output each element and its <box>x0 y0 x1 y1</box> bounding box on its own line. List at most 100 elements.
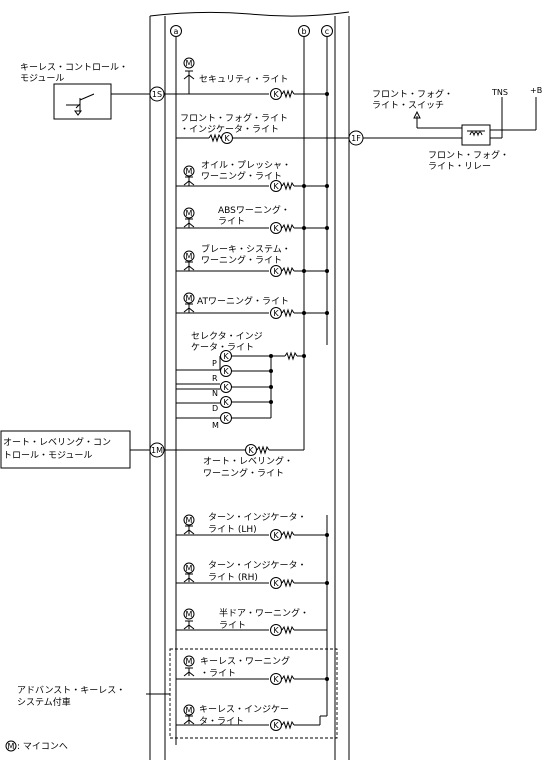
keyless-warning-label-2: ・ライト <box>200 668 236 679</box>
lamp-icon <box>270 624 282 636</box>
bus-lines: a b c <box>170 25 333 745</box>
fog-switch-label-2: ライト・スイッチ <box>372 100 444 111</box>
svg-text:P: P <box>212 359 217 368</box>
abs-warning-label-1: ABSワーニング・ <box>218 204 290 216</box>
legend: M : マイコンへ <box>5 740 68 752</box>
lamp-icon <box>270 307 282 319</box>
keyless-module-label-1: キーレス・コントロール・ <box>20 63 128 73</box>
svg-text:M: M <box>186 564 193 573</box>
svg-text:K: K <box>273 267 279 276</box>
svg-text:K: K <box>273 579 279 588</box>
security-light-label: セキュリティ・ライト <box>199 74 288 85</box>
selector-position-p: P K <box>176 350 232 371</box>
micom-mark-icon <box>183 562 195 574</box>
leveling-module-box <box>0 430 131 469</box>
svg-text:M: M <box>186 706 193 715</box>
leveling-module-label-1: オート・レベリング・コン <box>3 436 111 448</box>
at-warning-circuit: M ATワーニング・ライト K <box>176 292 329 319</box>
lamp-icon <box>270 577 282 589</box>
micom-legend-icon <box>5 740 17 752</box>
selector-label-2: ケータ・ライト <box>191 342 254 353</box>
legend-text: : マイコンへ <box>17 742 68 752</box>
svg-text:K: K <box>273 531 279 540</box>
selector-indicator-circuit: セレクタ・インジ ケータ・ライト P K R K N K <box>176 331 306 430</box>
keyless-warning-circuit: M キーレス・ワーニング ・ライト K <box>176 655 329 685</box>
svg-text:M: M <box>186 657 193 666</box>
leveling-warning-label-2: ワーニング・ライト <box>203 467 284 479</box>
bus-b-label: b <box>301 27 306 36</box>
svg-text:K: K <box>223 414 229 423</box>
svg-text:M: M <box>186 167 193 176</box>
selector-position-d: D K <box>176 396 273 413</box>
svg-text:M: M <box>186 209 193 218</box>
door-warning-label-2: ライト <box>219 620 246 631</box>
lamp-icon <box>221 132 233 144</box>
micom-mark-icon <box>183 57 195 69</box>
svg-text:N: N <box>212 389 218 398</box>
svg-text:D: D <box>212 404 218 413</box>
oil-pressure-label-2: ワーニング・ライト <box>201 170 282 182</box>
lamp-icon <box>270 673 282 685</box>
oil-pressure-circuit: M オイル・プレッシャ・ ワーニング・ライト K <box>176 160 329 192</box>
keyless-indicator-circuit: M キーレス・インジケー タ・ライト K <box>176 704 327 731</box>
advanced-keyless-label-1: アドバンスト・キーレス・ <box>17 685 125 696</box>
oil-pressure-label-1: オイル・プレッシャ・ <box>201 160 291 171</box>
svg-text:M: M <box>186 610 193 619</box>
lamp-icon <box>270 265 282 277</box>
fog-indicator-label-1: フロント・フォグ・ライト <box>180 112 288 124</box>
lamp-icon <box>245 444 257 456</box>
at-warning-label: ATワーニング・ライト <box>197 295 289 307</box>
svg-text:K: K <box>273 721 279 730</box>
svg-text:K: K <box>223 398 229 407</box>
svg-text:K: K <box>273 182 279 191</box>
svg-text:K: K <box>273 90 279 99</box>
svg-text:M: M <box>186 252 193 261</box>
svg-text:K: K <box>224 134 230 143</box>
abs-warning-circuit: M ABSワーニング・ ライト K <box>176 204 329 234</box>
keyless-warning-label-1: キーレス・ワーニング <box>200 655 290 667</box>
keyless-indicator-label-2: タ・ライト <box>199 716 244 727</box>
fog-switch-relay: フロント・フォグ・ ライト・スイッチ TNS +B フロント・フォグ・ ライト・… <box>372 86 542 172</box>
brake-warning-label-1: ブレーキ・システム・ <box>201 243 291 255</box>
micom-mark-icon <box>183 207 195 219</box>
micom-mark-icon <box>183 655 195 667</box>
svg-text:R: R <box>212 374 218 383</box>
micom-mark-icon <box>183 608 195 620</box>
bus-c-label: c <box>325 27 329 36</box>
svg-text:K: K <box>248 446 254 455</box>
fog-indicator-circuit: フロント・フォグ・ライト ・インジケータ・ライト K 1F <box>176 112 462 146</box>
svg-text:K: K <box>223 367 229 376</box>
svg-text:K: K <box>273 224 279 233</box>
tns-label: TNS <box>491 88 508 97</box>
fog-relay-icon <box>461 124 491 146</box>
lamp-icon <box>270 222 282 234</box>
keyless-indicator-label-1: キーレス・インジケー <box>199 704 289 715</box>
leveling-module-label-2: トロール・モジュール <box>3 451 92 461</box>
connector-1f: 1F <box>351 134 361 143</box>
lamp-icon <box>270 88 282 100</box>
lamp-icon <box>270 180 282 192</box>
door-warning-circuit: M 半ドア・ワーニング・ ライト K <box>176 607 327 636</box>
svg-text:K: K <box>223 383 229 392</box>
bus-a-label: a <box>174 27 179 36</box>
fog-relay-label-1: フロント・フォグ・ <box>428 149 509 161</box>
selector-position-n: N K <box>176 381 273 398</box>
svg-text:M: M <box>212 421 219 430</box>
micom-mark-icon <box>183 250 195 262</box>
svg-text:K: K <box>223 352 229 361</box>
svg-text:M: M <box>186 516 193 525</box>
brake-warning-circuit: M ブレーキ・システム・ ワーニング・ライト K <box>176 243 329 277</box>
turn-lh-label-1: ターン・インジケータ・ <box>208 512 307 523</box>
svg-text:M: M <box>186 294 193 303</box>
selector-position-r: R K <box>176 365 273 385</box>
plus-b-label: +B <box>530 86 542 95</box>
svg-text:K: K <box>273 309 279 318</box>
security-light-circuit: M セキュリティ・ライト K <box>176 57 329 100</box>
advanced-keyless-label-2: システム付車 <box>17 696 71 708</box>
advanced-keyless-area: アドバンスト・キーレス・ システム付車 M キーレス・ワーニング ・ライト K … <box>17 648 338 739</box>
selector-label-1: セレクタ・インジ <box>191 331 263 342</box>
micom-mark-icon <box>183 704 195 716</box>
connector-1s: 1S <box>152 90 162 99</box>
keyless-module-label-2: モジュール <box>20 74 64 84</box>
